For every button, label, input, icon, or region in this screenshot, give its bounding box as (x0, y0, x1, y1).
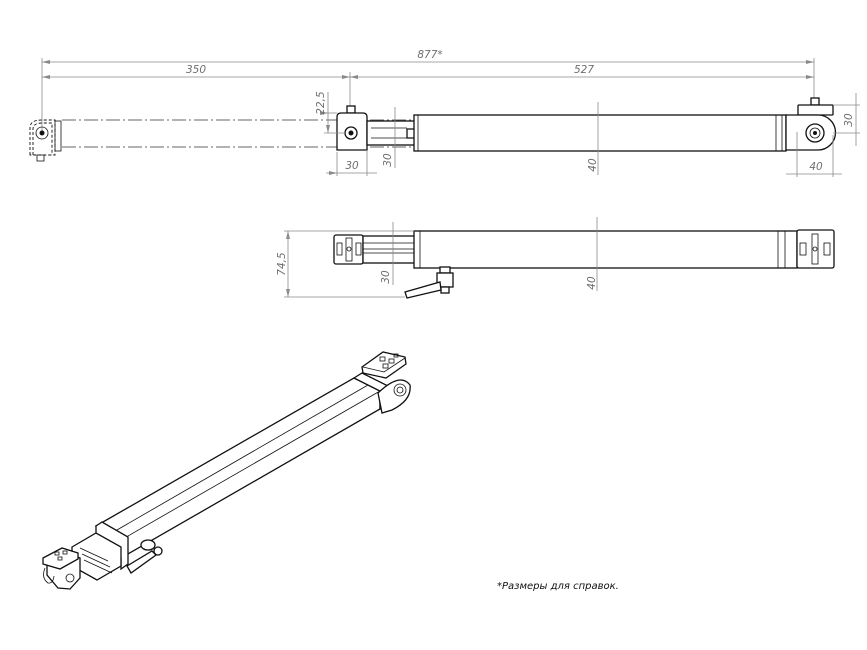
dimension-label: 74,5 (276, 252, 288, 276)
dimension-right-bracket-height: 30 (833, 93, 860, 146)
dimension-rod-height: 30 (382, 107, 396, 168)
dimension-label: 877* (417, 49, 442, 61)
dimension-overall: 877* (42, 49, 814, 64)
tube (413, 114, 787, 152)
left-bracket (336, 105, 368, 151)
dimension-label: 30 (380, 270, 392, 284)
right-bracket (785, 97, 837, 151)
dimension-tube-height: 40 (586, 217, 598, 291)
right-bracket (796, 229, 835, 269)
rod (362, 235, 416, 264)
reference-note: *Размеры для справок. (497, 581, 619, 592)
front-view: 74,5 30 40 (276, 217, 835, 299)
dimension-label: 30 (345, 160, 359, 172)
tube (413, 230, 798, 269)
dimension-label: 350 (186, 64, 206, 76)
clamp-lever (404, 266, 454, 299)
dimension-label: 30 (382, 153, 394, 167)
left-bracket (333, 234, 364, 265)
dimension-label: 40 (587, 158, 599, 172)
dimension-label: 30 (843, 113, 855, 127)
dimension-label: 22,5 (315, 91, 327, 115)
dimension-label: 40 (586, 276, 598, 290)
dimension-rod-height: 30 (380, 222, 394, 285)
dimension-offset-height: 22,5 (315, 91, 345, 134)
dimension-label: 40 (809, 161, 823, 173)
ghost-bracket (29, 119, 62, 162)
dimension-bracket-width: 30 (326, 150, 377, 176)
dimension-right-span: 527 (350, 64, 814, 79)
dimension-tube-height: 40 (587, 102, 599, 175)
dimension-right-bracket-width: 40 (786, 132, 842, 177)
dimension-total-height: 74,5 (276, 230, 414, 298)
dimension-label: 527 (574, 64, 594, 76)
dimension-left-span: 350 (42, 64, 350, 79)
top-view: 877* 350 527 (29, 49, 860, 177)
isometric-view (42, 351, 411, 590)
clamp-lever (126, 539, 163, 574)
